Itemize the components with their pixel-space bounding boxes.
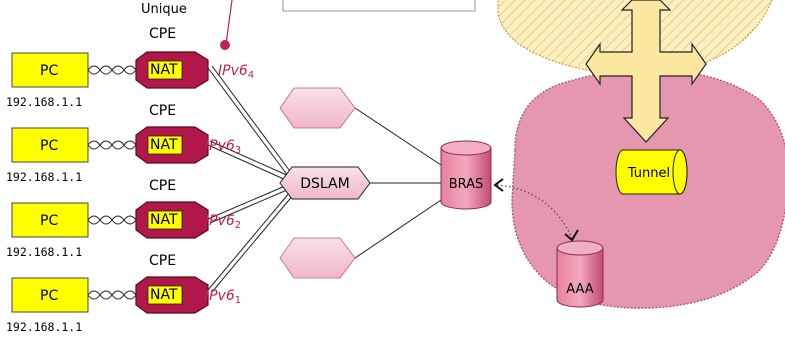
cpe-routers: [135, 51, 209, 314]
pc-ip-address: 192.168.1.1: [6, 320, 83, 334]
ipv6-address-label: IPv63: [205, 138, 242, 156]
tunnel-node[interactable]: [615, 149, 688, 195]
pc-box-1[interactable]: [11, 52, 89, 88]
pc-cpe-links: [87, 65, 137, 300]
pc-box-2[interactable]: [11, 127, 89, 163]
cpe-label: CPE: [149, 253, 177, 269]
hex-node-top: [279, 87, 356, 129]
cpe-label: CPE: [149, 103, 177, 119]
unique-pin-dot: [220, 40, 230, 50]
pc-label: PC: [40, 288, 59, 304]
bras-node[interactable]: [440, 140, 492, 210]
bras-arrowhead-icon: [493, 178, 504, 192]
hex-top-bras-link: [354, 107, 442, 166]
nat-label: NAT: [150, 287, 178, 303]
dslam-label: DSLAM: [300, 176, 349, 192]
pc-ip-address: 192.168.1.1: [6, 170, 83, 184]
ipv6-address-label: IPv64: [218, 63, 255, 81]
aaa-label: AAA: [566, 282, 594, 297]
pc-label: PC: [40, 213, 59, 229]
pc-ip-address: 192.168.1.1: [6, 95, 83, 109]
tunnel-label: Tunnel: [627, 166, 670, 181]
dslam-node[interactable]: [279, 166, 371, 200]
aaa-arrowhead-icon: [564, 229, 579, 242]
nat-label: NAT: [150, 62, 178, 78]
nat-label: NAT: [150, 137, 178, 153]
unique-pin-line: [225, 0, 233, 45]
cpe-dslam-links: [207, 65, 296, 293]
tunnel-arrow: [585, 0, 707, 143]
hex-node-bottom: [279, 237, 356, 279]
ipv6-address-label: IPv61: [205, 288, 242, 306]
pc-boxes: [11, 52, 89, 313]
bras-aaa-dotted-link: [496, 184, 573, 239]
pc-box-4[interactable]: [11, 277, 89, 313]
ipv6-address-label: IPv62: [205, 213, 242, 231]
hex-bottom-bras-link: [354, 199, 442, 259]
pc-label: PC: [40, 138, 59, 154]
top-box: [282, 0, 476, 12]
pc-label: PC: [40, 63, 59, 79]
pc-ip-address: 192.168.1.1: [6, 245, 83, 259]
unique-label: Unique: [141, 2, 187, 17]
cpe-label: CPE: [149, 26, 177, 42]
pc-box-3[interactable]: [11, 202, 89, 238]
nat-label: NAT: [150, 212, 178, 228]
bras-label: BRAS: [449, 177, 484, 192]
cpe-label: CPE: [149, 178, 177, 194]
aaa-node[interactable]: [556, 240, 604, 308]
